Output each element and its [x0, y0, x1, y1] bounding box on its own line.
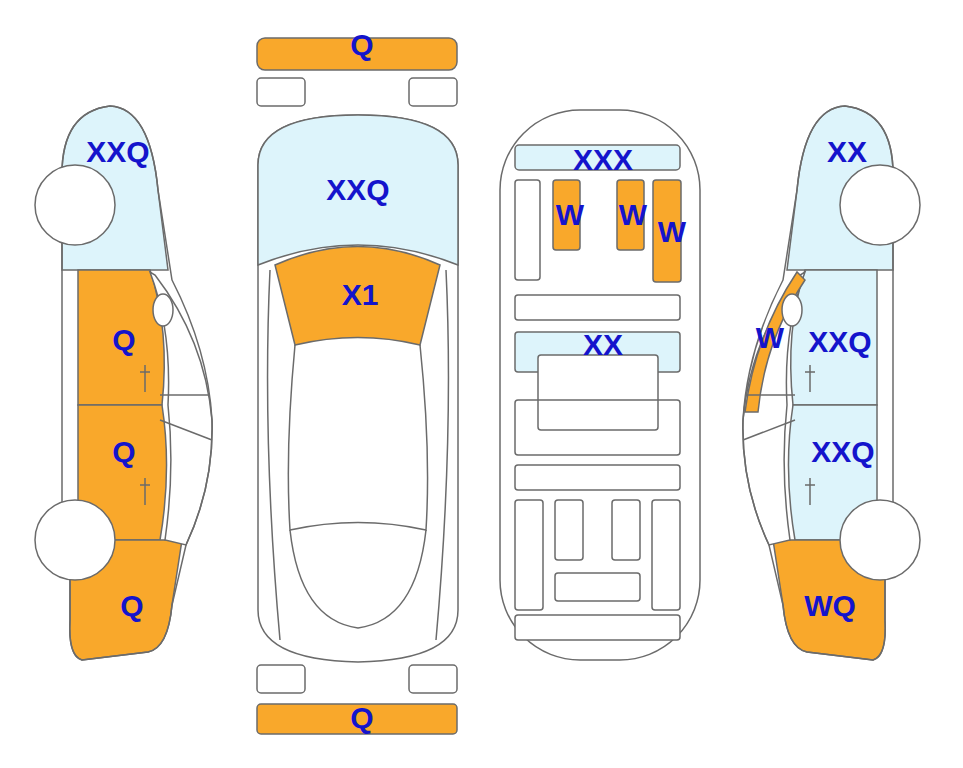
- damage-code: X1: [342, 280, 379, 310]
- damage-code: W: [756, 323, 784, 353]
- damage-code: W: [619, 200, 647, 230]
- right-side-view: [743, 106, 920, 660]
- damage-code: XXX: [573, 145, 633, 175]
- damage-code: Q: [120, 591, 143, 621]
- left-side-view: [35, 106, 212, 660]
- damage-code: XXQ: [326, 175, 389, 205]
- damage-code: W: [556, 200, 584, 230]
- damage-code: XX: [827, 137, 867, 167]
- damage-code: XX: [583, 330, 623, 360]
- damage-code: XXQ: [808, 327, 871, 357]
- damage-code: XXQ: [86, 137, 149, 167]
- damage-code: W: [658, 217, 686, 247]
- damage-code: Q: [350, 703, 373, 733]
- damage-code: Q: [350, 30, 373, 60]
- damage-code: WQ: [804, 591, 856, 621]
- damage-code: Q: [112, 325, 135, 355]
- damage-code: XXQ: [811, 437, 874, 467]
- top-view: [257, 38, 458, 734]
- interior-view: [500, 110, 700, 660]
- damage-code: Q: [112, 437, 135, 467]
